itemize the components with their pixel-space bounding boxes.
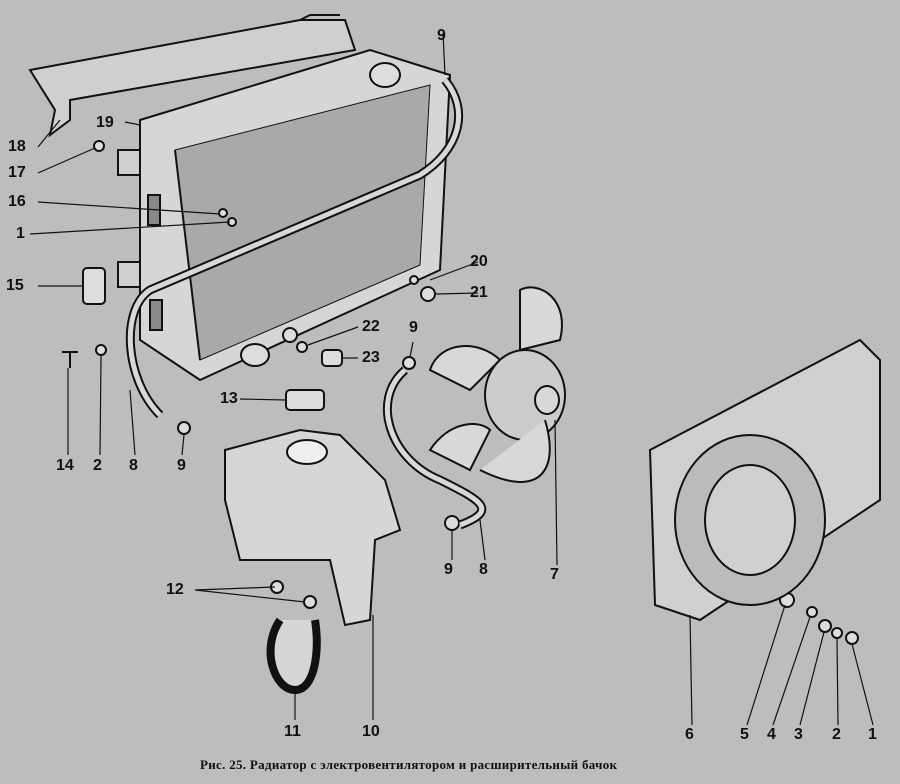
callout-10: 10 <box>362 723 380 740</box>
callout-5: 5 <box>740 726 749 743</box>
callout-16: 16 <box>8 193 26 210</box>
callout-9: 9 <box>444 561 453 578</box>
figure-caption: Рис. 25. Радиатор с электровентилятором … <box>200 757 618 772</box>
leader-lines <box>29 32 874 726</box>
callout-8: 8 <box>129 457 138 474</box>
callout-17: 17 <box>8 164 26 181</box>
callout-7: 7 <box>550 566 559 583</box>
callout-14: 14 <box>56 457 74 474</box>
callout-3: 3 <box>794 726 803 743</box>
callout-20: 20 <box>470 253 488 270</box>
callout-6: 6 <box>685 726 694 743</box>
callout-23: 23 <box>362 349 380 366</box>
callout-8: 8 <box>479 561 488 578</box>
callout-12: 12 <box>166 581 184 598</box>
callout-13: 13 <box>220 390 238 407</box>
callout-9: 9 <box>177 457 186 474</box>
callout-9: 9 <box>437 27 446 44</box>
callout-19: 19 <box>96 114 114 131</box>
callout-1: 1 <box>16 225 25 242</box>
radiator <box>117 48 452 382</box>
expansion-tank <box>224 428 402 695</box>
callout-4: 4 <box>767 726 776 743</box>
callout-21: 21 <box>470 284 488 301</box>
radiator-bracket <box>28 14 357 138</box>
callout-15: 15 <box>6 277 24 294</box>
callout-22: 22 <box>362 318 380 335</box>
callout-1: 1 <box>868 726 877 743</box>
callout-9: 9 <box>409 319 418 336</box>
fan-shroud <box>648 338 881 622</box>
callout-2: 2 <box>93 457 102 474</box>
electric-fan <box>428 286 566 483</box>
small-parts <box>62 140 859 645</box>
callout-2: 2 <box>832 726 841 743</box>
callout-11: 11 <box>284 723 301 740</box>
callout-18: 18 <box>8 138 26 155</box>
